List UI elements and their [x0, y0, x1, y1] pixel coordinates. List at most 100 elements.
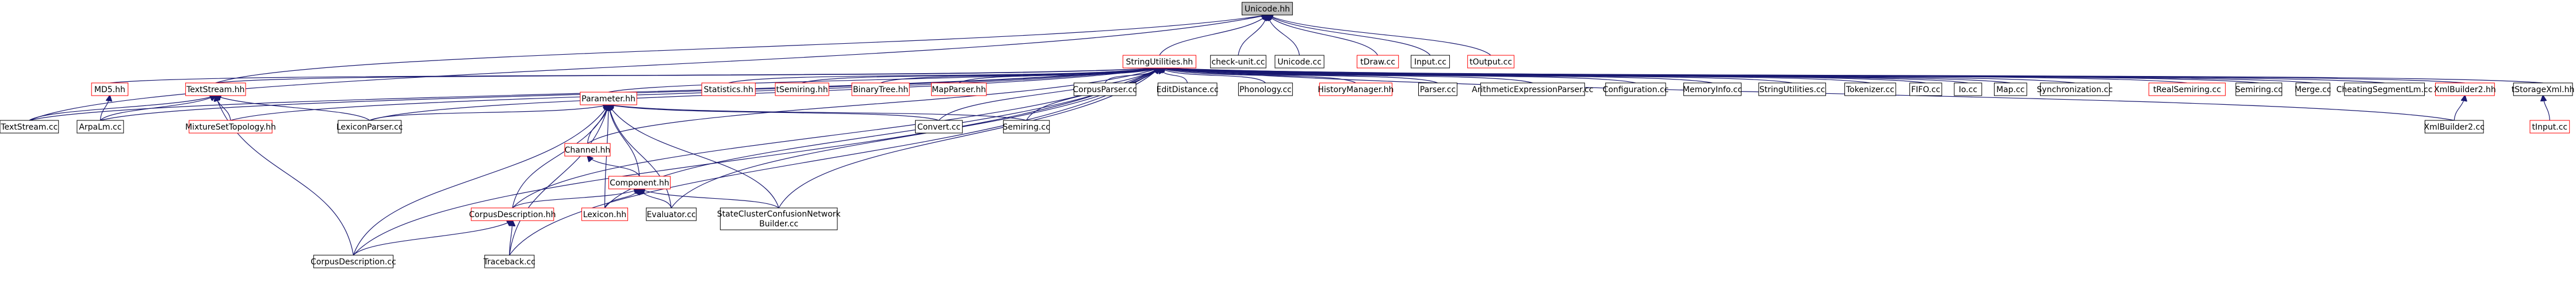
edge-corpusdescription-cc-to-stringutilities-hh — [353, 68, 1159, 256]
node-tinput-cc[interactable]: tInput.cc — [2529, 120, 2570, 134]
node-configuration-cc[interactable]: Configuration.cc — [1603, 82, 1669, 96]
edge-lexiconparser-cc-to-parameter-hh — [369, 105, 608, 121]
node-historymanager-hh[interactable]: HistoryManager.hh — [1318, 82, 1394, 96]
node-mapparser-hh[interactable]: MapParser.hh — [931, 82, 987, 96]
node-md5-hh[interactable]: MD5.hh — [91, 82, 129, 96]
edge-traceback-cc-to-stringutilities-hh — [509, 68, 1159, 256]
node-label: Map.cc — [1996, 85, 2024, 94]
edge-stateclusterconfusionnetworkbuilder-cc-to-component-hh — [640, 189, 779, 209]
node-box — [1480, 82, 1585, 96]
node-box — [1605, 82, 1666, 96]
node-label: FIFO.cc — [1911, 85, 1940, 94]
edge-convert-cc-to-stringutilities-hh — [938, 68, 1159, 121]
node-label: Component.hh — [610, 179, 669, 188]
node-label: tStorageXml.hh — [2512, 85, 2575, 94]
node-box — [1683, 82, 1741, 96]
node-label: Channel.hh — [565, 146, 611, 155]
edge-evaluator-cc-to-component-hh — [640, 189, 672, 209]
edge-textstream-hh-to-stringutilities-hh — [215, 68, 1159, 84]
node-parser-cc[interactable]: Parser.cc — [1418, 82, 1457, 96]
node-box — [775, 82, 829, 96]
node-convert-cc[interactable]: Convert.cc — [915, 120, 963, 134]
node-io-cc[interactable]: Io.cc — [1954, 82, 1982, 96]
node-box — [851, 82, 910, 96]
edge-check-unit-cc-to-unicode-hh — [1238, 15, 1267, 56]
node-channel-hh[interactable]: Channel.hh — [564, 143, 611, 157]
node-tdraw-cc[interactable]: tDraw.cc — [1357, 55, 1399, 69]
node-box — [1467, 55, 1515, 69]
node-check-unit-cc[interactable]: check-unit.cc — [1210, 55, 1266, 69]
node-arpalm-cc[interactable]: ArpaLm.cc — [76, 120, 124, 134]
node-semiring-cc[interactable]: Semiring.cc — [2235, 82, 2283, 96]
node-input-cc[interactable]: Input.cc — [1410, 55, 1450, 69]
edges-layer — [29, 15, 2550, 256]
node-corpusparser-cc[interactable]: CorpusParser.cc — [1073, 82, 1137, 96]
node-label: ArpaLm.cc — [79, 123, 121, 132]
node-toutput-cc[interactable]: tOutput.cc — [1467, 55, 1515, 69]
node-box — [1210, 55, 1266, 69]
node-corpusdescription-cc[interactable]: CorpusDescription.cc — [311, 255, 396, 268]
node-label: TextStream.hh — [186, 85, 244, 94]
node-merge-cc[interactable]: Merge.cc — [2295, 82, 2332, 96]
node-evaluator-cc[interactable]: Evaluator.cc — [646, 207, 697, 221]
node-label: MD5.hh — [94, 85, 125, 94]
node-xmlbuilder2-cc[interactable]: XmlBuilder2.cc — [2424, 120, 2485, 134]
node-semiring-cc2[interactable]: Semiring.cc — [1003, 120, 1050, 134]
node-box — [1994, 82, 2027, 96]
node-box — [2435, 82, 2495, 96]
node-label: CorpusDescription.cc — [311, 257, 396, 267]
node-label: Phonology.cc — [1239, 85, 1292, 94]
edge-corpusdescription-cc-to-textstream-hh — [216, 96, 354, 256]
node-label: HistoryManager.hh — [1318, 85, 1394, 94]
edge-xmlbuilder2-cc-to-xmlbuilder2-hh — [2453, 96, 2465, 121]
node-label: tInput.cc — [2532, 123, 2568, 132]
node-arithmeticexpressionparser-cc[interactable]: ArithmeticExpressionParser.cc — [1472, 82, 1593, 96]
edge-corpusdescription-hh-to-component-hh — [512, 189, 640, 209]
node-component-hh[interactable]: Component.hh — [608, 176, 671, 190]
node-trealsemiring-cc[interactable]: tRealSemiring.cc — [2148, 82, 2226, 96]
node-box — [719, 207, 838, 230]
node-label: EditDistance.cc — [1157, 85, 1219, 94]
node-label: Unicode.cc — [1277, 58, 1322, 67]
node-unicode-cc[interactable]: Unicode.cc — [1274, 55, 1325, 69]
node-statistics-hh[interactable]: Statistics.hh — [701, 82, 756, 96]
node-label: tOutput.cc — [1469, 58, 1512, 67]
node-parameter-hh[interactable]: Parameter.hh — [580, 92, 637, 105]
node-box — [1758, 82, 1826, 96]
node-label: tRealSemiring.cc — [2153, 85, 2221, 94]
node-label: MemoryInfo.cc — [1683, 85, 1742, 94]
node-stringutilities-hh[interactable]: StringUtilities.hh — [1122, 55, 1196, 69]
node-editdistance-cc[interactable]: EditDistance.cc — [1157, 82, 1219, 96]
node-memoryinfo-cc[interactable]: MemoryInfo.cc — [1683, 82, 1742, 96]
node-lexicon-hh[interactable]: Lexicon.hh — [581, 207, 628, 221]
node-corpusdescription-hh[interactable]: CorpusDescription.hh — [469, 207, 556, 221]
node-box — [1410, 55, 1450, 69]
node-label: MixtureSetTopology.hh — [185, 123, 276, 132]
node-stringutilities-cc[interactable]: StringUtilities.cc — [1758, 82, 1826, 96]
node-lexiconparser-cc[interactable]: LexiconParser.cc — [336, 120, 403, 134]
node-phonology-cc[interactable]: Phonology.cc — [1238, 82, 1293, 96]
node-map-cc[interactable]: Map.cc — [1994, 82, 2027, 96]
node-box — [484, 255, 535, 268]
node-cheatingsegmentlm-cc[interactable]: CheatingSegmentLm.cc — [2336, 82, 2433, 96]
node-box — [76, 120, 124, 134]
node-unicode-hh[interactable]: Unicode.hh — [1241, 2, 1293, 16]
node-tsemiring-hh[interactable]: tSemiring.hh — [775, 82, 829, 96]
edge-semiring-cc2-to-parameter-hh — [608, 105, 1027, 121]
node-label: Statistics.hh — [704, 85, 753, 94]
node-xmlbuilder2-hh[interactable]: XmlBuilder2.hh — [2434, 82, 2496, 96]
node-tstoragexml-hh[interactable]: tStorageXml.hh — [2512, 82, 2575, 96]
node-fifo-cc[interactable]: FIFO.cc — [1909, 82, 1942, 96]
node-mixturesettopology-hh[interactable]: MixtureSetTopology.hh — [185, 120, 276, 134]
node-synchronization-cc[interactable]: Synchronization.cc — [2037, 82, 2113, 96]
node-box — [1157, 82, 1218, 96]
edge-lexiconparser-cc-to-textstream-hh — [216, 96, 370, 121]
node-traceback-cc[interactable]: Traceback.cc — [483, 255, 535, 268]
node-tokenizer-cc[interactable]: Tokenizer.cc — [1844, 82, 1896, 96]
node-label: CorpusParser.cc — [1073, 85, 1137, 94]
node-textstream-hh[interactable]: TextStream.hh — [185, 82, 246, 96]
node-textstream-cc[interactable]: TextStream.cc — [0, 120, 59, 134]
node-binarytree-hh[interactable]: BinaryTree.hh — [851, 82, 910, 96]
